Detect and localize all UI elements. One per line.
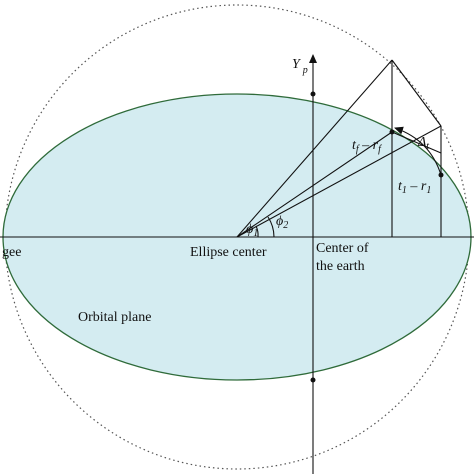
earth-center-label-line2: the earth xyxy=(316,259,365,274)
line-to-tf-point xyxy=(236,131,393,238)
delta-t-label: Δt xyxy=(417,135,429,152)
earth-center-label-line1: Center of xyxy=(316,241,369,256)
ellipse-bottom-point xyxy=(310,377,316,383)
t1-point xyxy=(438,172,444,178)
line-to-t1-point xyxy=(236,125,442,238)
perigee-label: gee xyxy=(2,245,21,260)
tf-to-delta-line xyxy=(391,131,442,154)
motion-arc-arrow xyxy=(394,126,442,176)
ellipse-top-point xyxy=(310,91,316,97)
phi2-label: ϕ2 xyxy=(276,214,288,231)
phi1-angle-arc xyxy=(255,225,259,238)
line-to-circle-point xyxy=(236,59,393,238)
phi2-angle-arc xyxy=(267,216,275,238)
phi1-label: ϕ1 xyxy=(246,222,258,239)
ellipse-center-label: Ellipse center xyxy=(190,245,267,260)
orbital-plane-label: Orbital plane xyxy=(78,310,151,325)
t1-r1-label: t1 – r1 xyxy=(398,179,431,196)
circle-edge-line xyxy=(391,59,442,127)
tf-rf-label: tf – rf xyxy=(352,138,382,155)
tf-point xyxy=(389,129,395,135)
